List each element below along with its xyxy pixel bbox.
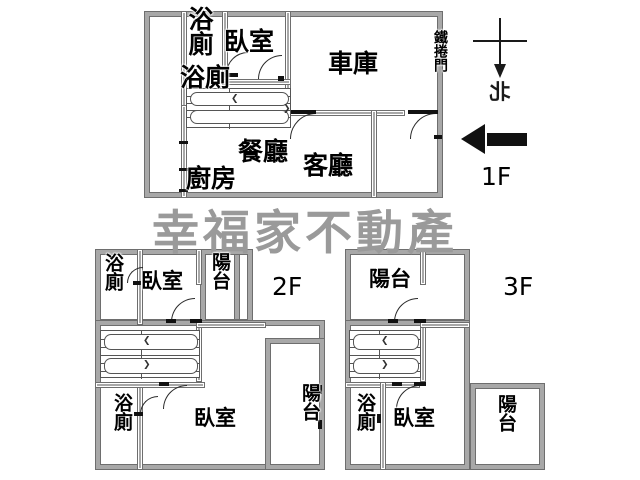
floor-tag-3f: 3F (503, 272, 534, 301)
room-label-2f-bath-bottom: 浴廁 (111, 393, 133, 431)
wall-2f-v-bedroom-right (196, 249, 202, 285)
door-jamb-2f-e (133, 281, 141, 285)
room-label-1f-garage: 車庫 (328, 49, 379, 78)
room-label-1f-bath-b: 浴廁 (180, 63, 231, 92)
north-arrow: 北 (473, 18, 527, 104)
floor-tag-1f: 1F (481, 162, 512, 191)
wall-3f-v-bath (380, 382, 386, 470)
staircase-2f: ❮ ❯ (100, 330, 200, 379)
door-jamb-2f-b (166, 319, 176, 323)
room-label-2f-balcony-right: 陽台 (299, 383, 321, 421)
wall-2f-h-stair-bottom (95, 382, 205, 388)
wall-2f-v-bath-top (137, 249, 143, 325)
door-jamb-3f-b (388, 319, 398, 323)
annotation-1f-rolling-door: 鐵捲門 (432, 30, 448, 72)
door-jamb-1f-a (224, 73, 238, 77)
room-label-1f-living: 客廳 (303, 151, 354, 180)
entrance-direction-arrow (461, 124, 527, 154)
door-jamb-1f-b (278, 76, 284, 81)
room-label-1f-bedroom: 臥室 (224, 27, 275, 56)
room-label-3f-bath: 浴廁 (354, 393, 376, 431)
door-jamb-1f-d (408, 110, 438, 114)
room-label-2f-bath-top: 浴廁 (102, 253, 124, 291)
room-label-2f-bedroom-bottom: 臥室 (194, 406, 236, 430)
window-mark-1f-c (179, 189, 188, 192)
room-label-1f-kitchen: 廚房 (186, 164, 237, 193)
wall-2f-v-bath-bottom (137, 382, 143, 470)
wall-1f-v-kitchen (181, 105, 187, 198)
window-mark-2f-b (318, 420, 322, 429)
room-label-3f-balcony-right: 陽台 (495, 394, 517, 432)
wall-1f-h-bedroom-bottom (222, 79, 291, 85)
floor-2f-balcony-right-outline (265, 338, 325, 470)
wall-3f-v-balcony-right (420, 249, 426, 285)
floor-3f-balcony-right-outline (470, 383, 545, 470)
door-jamb-3f-d (414, 382, 426, 386)
door-jamb-1f-c (286, 110, 316, 114)
door-jamb-1f-e (434, 135, 442, 139)
staircase-3f: ❮ ❯ (349, 330, 421, 379)
wall-1f-v-living-right (371, 110, 377, 198)
door-jamb-3f-a (414, 319, 426, 323)
room-label-3f-bedroom: 臥室 (393, 406, 435, 430)
room-label-1f-bath-a: 浴廁 (185, 6, 214, 56)
wall-2f-h-mid (196, 322, 266, 328)
window-mark-2f-a (318, 385, 322, 394)
wall-3f-h-mid (420, 322, 470, 328)
room-label-3f-balcony-top: 陽台 (369, 267, 411, 291)
window-mark-1f-b (179, 168, 188, 171)
window-mark-3f-a (377, 414, 381, 423)
door-jamb-2f-d (134, 412, 143, 416)
staircase-1f: ❮ ❯ (186, 88, 291, 129)
door-jamb-2f-a (190, 319, 202, 323)
floor-1f-outline (144, 11, 443, 198)
window-mark-1f-a (179, 141, 188, 144)
north-label: 北 (489, 80, 511, 104)
room-label-2f-bedroom-top: 臥室 (141, 269, 183, 293)
door-jamb-3f-c (392, 382, 402, 386)
room-label-1f-dining: 餐廳 (238, 137, 289, 166)
door-jamb-2f-c (159, 382, 169, 386)
floor-tag-2f: 2F (272, 272, 303, 301)
room-label-2f-balcony-top: 陽台 (209, 252, 231, 290)
